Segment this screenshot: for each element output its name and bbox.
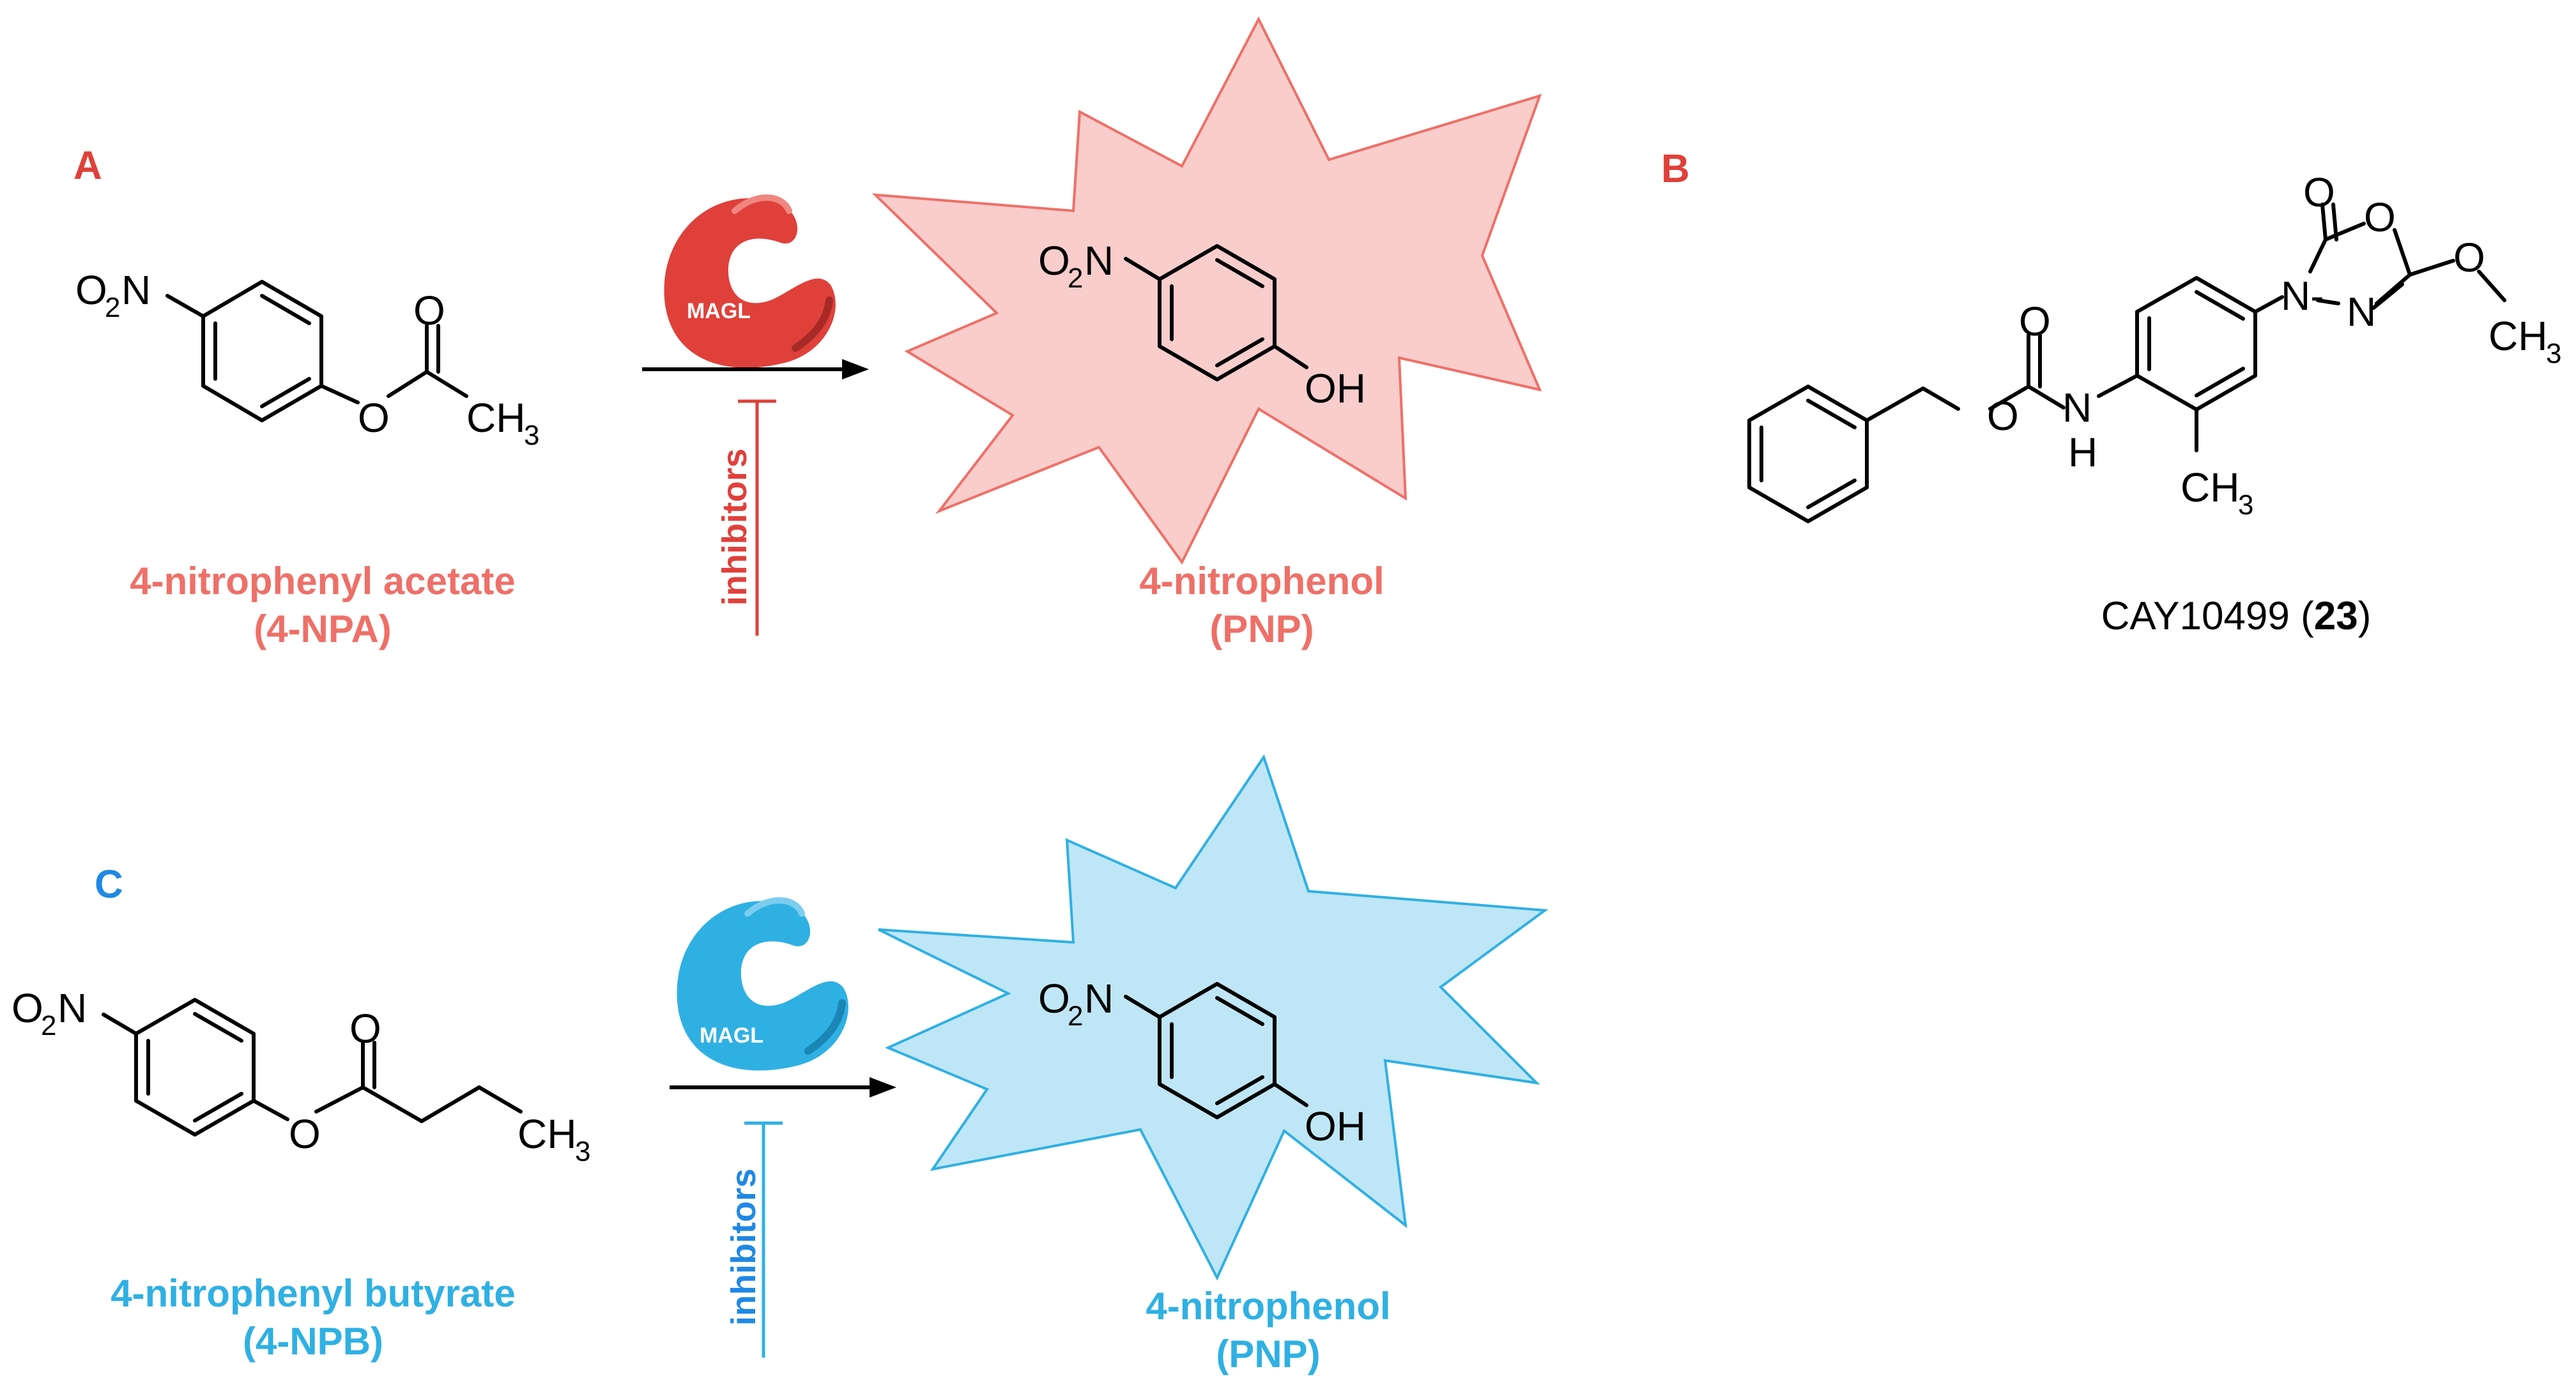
magl-enzyme-a-icon: MAGL (664, 194, 836, 368)
panel-c: C O 2 N O O CH 3 4-nitrophenyl butyrate … (12, 754, 1549, 1375)
panel-b: B (1661, 147, 2561, 638)
product-c-nitro-o: O (1038, 976, 1070, 1022)
cay10499-structure: O O N H CH 3 N- O O N O CH 3 (1747, 169, 2561, 523)
substrate-c-methyl-c: CH (518, 1111, 576, 1157)
cay-ring-n: N (2347, 289, 2376, 335)
nitro-group-subscript: 2 (105, 292, 120, 323)
cay-methoxy-subscript: 3 (2546, 338, 2561, 369)
substrate-c-nitro-n: N (57, 985, 87, 1031)
compound-number: 23 (2314, 594, 2358, 638)
product-c-nitro-subscript: 2 (1068, 1000, 1083, 1032)
substrate-a-structure: O 2 N O O CH 3 (75, 267, 539, 451)
cay-methyl-c: CH (2181, 464, 2239, 510)
magl-c-label: MAGL (700, 1023, 763, 1048)
cay-ring-oxygen: O (2364, 194, 2396, 240)
compound-name-label: CAY10499 (23) (2101, 594, 2372, 638)
cay-ether-oxygen: O (1987, 393, 2019, 439)
product-c-nitro-n: N (1084, 976, 1114, 1022)
substrate-c-methyl-subscript: 3 (575, 1136, 590, 1167)
inhibitors-a-label: inhibitors (716, 448, 754, 606)
cay-amine-h: H (2068, 429, 2097, 475)
product-a-starburst (871, 16, 1542, 565)
compound-name: CAY10499 ( (2101, 594, 2315, 638)
substrate-c-name: 4-nitrophenyl butyrate (111, 1272, 515, 1315)
methyl-subscript: 3 (524, 420, 539, 451)
reaction-arrowhead-a (842, 359, 869, 379)
panel-a-letter: A (73, 144, 102, 188)
magl-enzyme-c-icon: MAGL (677, 897, 848, 1071)
panel-c-letter: C (95, 862, 123, 907)
product-a-name: 4-nitrophenol (1139, 560, 1384, 602)
product-c-abbreviation: (PNP) (1216, 1333, 1320, 1375)
product-c-starburst (878, 754, 1549, 1281)
substrate-c-carbonyl-oxygen: O (349, 1006, 381, 1052)
inhibitors-c-label: inhibitors (724, 1168, 763, 1326)
product-c-hydroxyl: OH (1305, 1103, 1366, 1149)
product-a-nitro-n: N (1084, 238, 1114, 284)
carbonyl-oxygen: O (413, 287, 445, 333)
product-a-hydroxyl: OH (1305, 365, 1366, 411)
cay-methyl-subscript: 3 (2238, 489, 2253, 521)
methyl-c: CH (466, 395, 525, 441)
cay-methoxy-oxygen: O (2453, 234, 2485, 280)
cay-ring-n-dash: N- (2281, 273, 2324, 319)
substrate-c-abbreviation: (4-NPB) (243, 1320, 383, 1363)
cay-carbonyl-oxygen: O (2019, 298, 2051, 344)
product-c-name: 4-nitrophenol (1146, 1285, 1390, 1328)
nitro-group-o: O (75, 267, 107, 313)
cay-oxadiazolone-carbonyl-o: O (2303, 169, 2335, 215)
cay-methoxy-c: CH (2488, 313, 2547, 359)
ester-oxygen: O (358, 395, 390, 441)
product-a-structure: O 2 N OH (1038, 238, 1366, 411)
panel-a: A O 2 N O O CH 3 4-nitrophenyl acetate (… (73, 16, 1542, 650)
product-c-structure: O 2 N OH (1038, 976, 1366, 1149)
compound-name-close: ) (2358, 594, 2372, 638)
product-a-abbreviation: (PNP) (1209, 608, 1314, 650)
substrate-c-ester-oxygen: O (289, 1111, 321, 1157)
product-a-nitro-o: O (1038, 238, 1070, 284)
substrate-c-nitro-subscript: 2 (41, 1010, 56, 1041)
panel-b-letter: B (1661, 147, 1690, 191)
product-a-nitro-subscript: 2 (1068, 263, 1083, 294)
substrate-c-structure: O 2 N O O CH 3 (12, 985, 590, 1167)
substrate-a-name: 4-nitrophenyl acetate (130, 560, 516, 602)
substrate-a-abbreviation: (4-NPA) (254, 608, 392, 650)
cay-amine-n: N (2062, 385, 2092, 431)
magl-a-label: MAGL (687, 299, 751, 323)
reaction-arrowhead-c (870, 1077, 896, 1098)
substrate-c-nitro-o: O (12, 985, 43, 1031)
nitro-group-n: N (121, 267, 151, 313)
